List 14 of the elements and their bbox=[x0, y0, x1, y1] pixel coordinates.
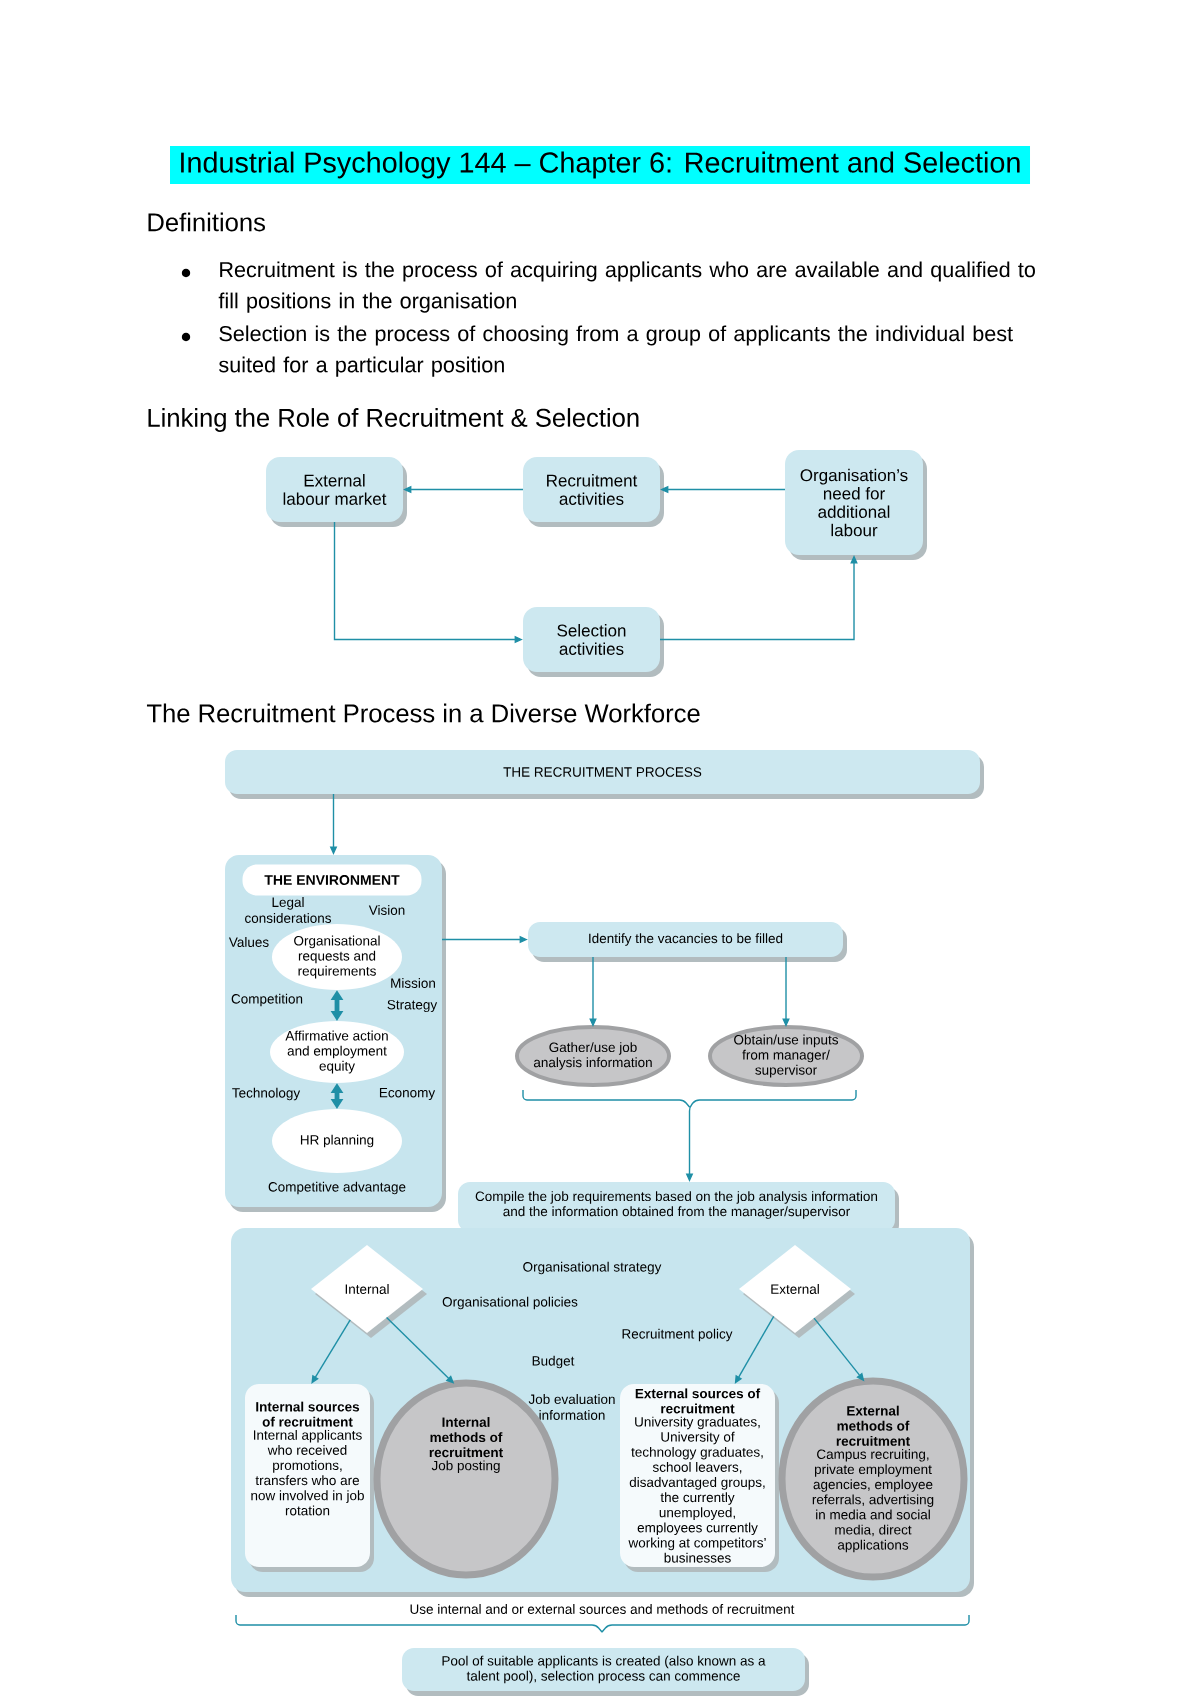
header-banner: THE RECRUITMENT PROCESS bbox=[225, 750, 984, 799]
title: Industrial Psychology 144 – Chapter 6: Recruitment and Selection bbox=[170, 146, 1030, 184]
note-text: Use internal and or external sources and methods of recruitment bbox=[410, 1604, 795, 1614]
section-heading: Linking the Role of Recruitment & Selection bbox=[148, 408, 639, 432]
process-box: Selection activities bbox=[523, 607, 664, 677]
process-box: Organisation’s need for additional labour bbox=[785, 450, 927, 560]
process-box: Identify the vacancies to be filled bbox=[528, 922, 847, 962]
process-box: Recruitment activities bbox=[523, 457, 664, 527]
bullet-text: Selection is the process of choosing from a group of applicants the individual best suited for a particular position bbox=[219, 325, 1013, 377]
section-heading: Definitions bbox=[148, 212, 265, 232]
section-heading: The Recruitment Process in a Diverse Workforce bbox=[146, 703, 700, 723]
process-box: External labour market bbox=[266, 457, 407, 527]
process-box: Pool of suitable applicants is created (also known as a talent pool), selection process can commence bbox=[402, 1648, 809, 1696]
bullet-text: Recruitment is the process of acquiring applicants who are available and qualified to fill positions in the organisation bbox=[218, 261, 1035, 313]
